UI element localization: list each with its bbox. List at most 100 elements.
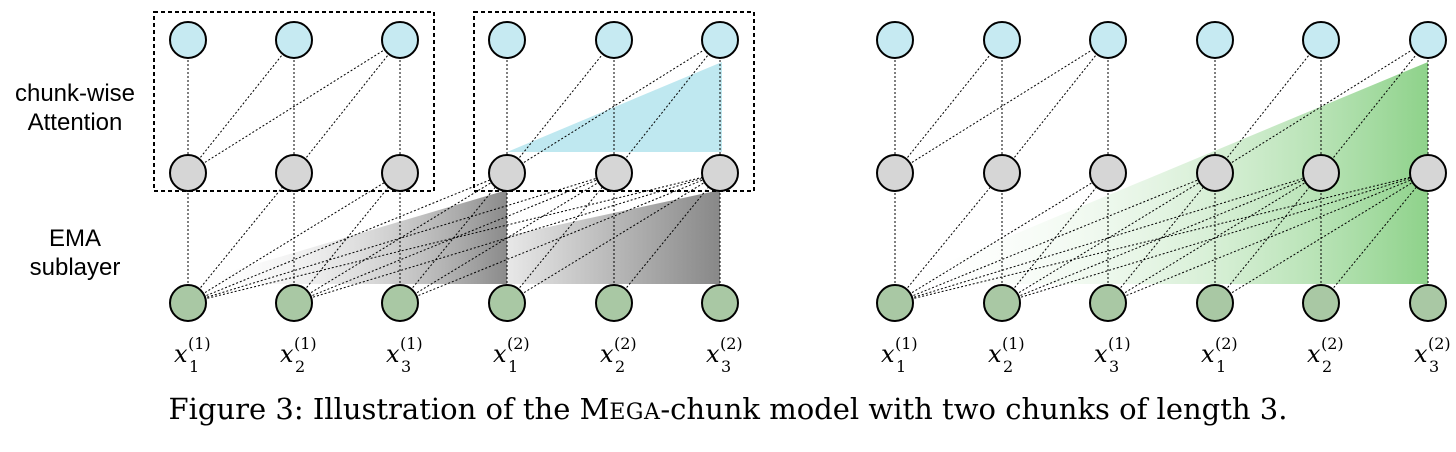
token-label: x bbox=[988, 340, 1002, 368]
token-label-superscript: (2) bbox=[1321, 334, 1344, 353]
input-token-node bbox=[1196, 284, 1234, 322]
caption-mega-first: M bbox=[579, 392, 610, 426]
attention-edge bbox=[1001, 39, 1109, 174]
token-label: x bbox=[600, 340, 614, 368]
token-label-superscript: (1) bbox=[400, 334, 423, 353]
token-label-superscript: (2) bbox=[507, 334, 530, 353]
attention-edge bbox=[506, 39, 615, 174]
token-label-subscript: 3 bbox=[1109, 357, 1119, 376]
caption-prefix: Figure 3: Illustration of the bbox=[168, 392, 580, 426]
attention-output-node bbox=[701, 21, 739, 59]
token-label-subscript: 1 bbox=[896, 357, 906, 376]
caption-mega-rest: EGA bbox=[609, 400, 661, 425]
token-label-superscript: (2) bbox=[720, 334, 743, 353]
input-token-node bbox=[169, 284, 207, 322]
token-label-subscript: 2 bbox=[1322, 357, 1332, 376]
ema-label-line1: EMA bbox=[48, 225, 101, 252]
token-label-subscript: 3 bbox=[721, 357, 731, 376]
attention-output-node bbox=[1302, 21, 1340, 59]
token-label-subscript: 3 bbox=[1429, 357, 1439, 376]
token-label: x bbox=[1094, 340, 1108, 368]
token-label-superscript: (1) bbox=[1002, 334, 1025, 353]
attention-output-node bbox=[876, 21, 914, 59]
attention-output-node bbox=[1089, 21, 1127, 59]
attention-output-node bbox=[169, 21, 207, 59]
token-label: x bbox=[386, 340, 400, 368]
attention-output-node bbox=[381, 21, 419, 59]
token-label-subscript: 2 bbox=[295, 357, 305, 376]
token-label-superscript: (2) bbox=[1215, 334, 1238, 353]
ema-edge bbox=[894, 172, 1429, 304]
input-token-node bbox=[275, 284, 313, 322]
ema-edge bbox=[399, 172, 721, 304]
ema-edge bbox=[894, 172, 1216, 304]
ema-output-node bbox=[381, 154, 419, 192]
token-label: x bbox=[174, 340, 188, 368]
input-token-node bbox=[1409, 284, 1447, 322]
token-label-superscript: (1) bbox=[1108, 334, 1131, 353]
attention-output-node bbox=[983, 21, 1021, 59]
input-token-node bbox=[488, 284, 526, 322]
attention-output-node bbox=[488, 21, 526, 59]
token-label-superscript: (1) bbox=[188, 334, 211, 353]
token-label: x bbox=[881, 340, 895, 368]
token-label-subscript: 2 bbox=[615, 357, 625, 376]
input-token-node bbox=[876, 284, 914, 322]
token-label-subscript: 3 bbox=[401, 357, 411, 376]
ema-label: EMA sublayer bbox=[0, 224, 150, 282]
attention-edge bbox=[293, 39, 401, 174]
figure-caption: Figure 3: Illustration of the MEGA-chunk… bbox=[0, 392, 1456, 426]
attention-label: chunk-wise Attention bbox=[0, 79, 150, 137]
token-label-subscript: 1 bbox=[508, 357, 518, 376]
attention-output-node bbox=[1409, 21, 1447, 59]
token-label: x bbox=[1307, 340, 1321, 368]
ema-edge bbox=[399, 172, 615, 304]
global-ema-shade bbox=[895, 62, 1428, 284]
attention-edge bbox=[1214, 39, 1322, 174]
ema-output-node bbox=[983, 154, 1021, 192]
token-label-superscript: (1) bbox=[294, 334, 317, 353]
ema-edge bbox=[293, 172, 508, 304]
ema-edge bbox=[506, 172, 721, 304]
caption-suffix: -chunk model with two chunks of length 3… bbox=[660, 392, 1288, 426]
attention-shade bbox=[507, 62, 722, 152]
ema-edge bbox=[894, 172, 1109, 304]
ema-edge bbox=[1107, 172, 1429, 304]
edges bbox=[187, 39, 1429, 304]
input-token-node bbox=[595, 284, 633, 322]
ema-edge bbox=[1320, 172, 1429, 304]
ema-output-node bbox=[488, 154, 526, 192]
ema-output-node bbox=[701, 154, 739, 192]
attention-edge bbox=[613, 39, 721, 174]
token-label-subscript: 1 bbox=[189, 357, 199, 376]
ema-edge bbox=[1107, 172, 1322, 304]
attention-label-line2: Attention bbox=[27, 109, 123, 136]
ema-edge bbox=[187, 172, 721, 304]
attention-output-node bbox=[1196, 21, 1234, 59]
token-label-subscript: 2 bbox=[1003, 357, 1013, 376]
token-label: x bbox=[493, 340, 507, 368]
attention-edge bbox=[894, 39, 1003, 174]
ema-edge bbox=[1214, 172, 1429, 304]
input-token-node bbox=[381, 284, 419, 322]
ema-edge bbox=[1001, 172, 1216, 304]
attention-edge bbox=[506, 39, 721, 174]
attention-edge bbox=[187, 39, 295, 174]
ema-output-node bbox=[595, 154, 633, 192]
ema-output-node bbox=[1089, 154, 1127, 192]
ema-label-line2: sublayer bbox=[29, 254, 121, 281]
token-label-subscript: 1 bbox=[1216, 357, 1226, 376]
input-token-node bbox=[983, 284, 1021, 322]
ema-output-node bbox=[1302, 154, 1340, 192]
attention-edge bbox=[187, 39, 401, 174]
ema-edge bbox=[1001, 172, 1322, 304]
ema-output-node bbox=[1409, 154, 1447, 192]
ema-edge bbox=[894, 172, 1003, 304]
attention-edge bbox=[894, 39, 1109, 174]
token-label: x bbox=[1414, 340, 1428, 368]
attention-edge bbox=[1320, 39, 1429, 174]
input-token-node bbox=[1302, 284, 1340, 322]
ema-output-node bbox=[876, 154, 914, 192]
